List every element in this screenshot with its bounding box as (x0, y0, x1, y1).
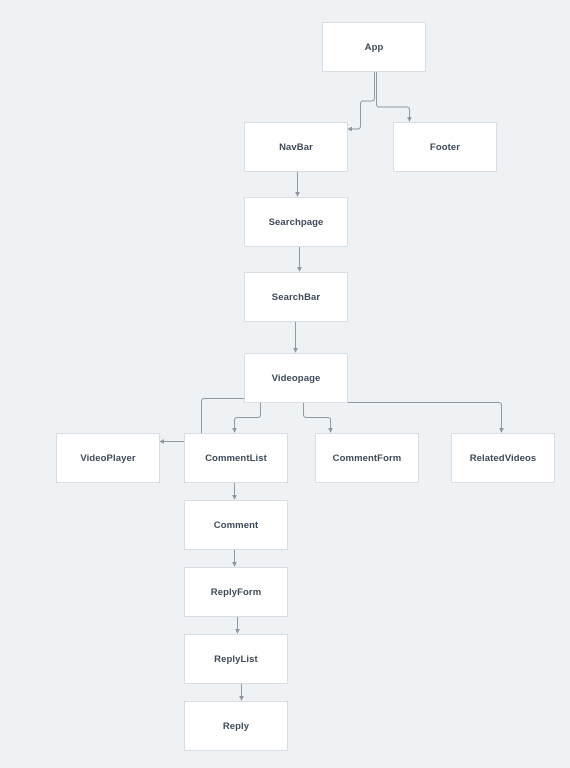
edge-videopage-commentlist (232, 403, 261, 433)
node-relatedvideos[interactable]: RelatedVideos (451, 433, 555, 483)
node-replyform[interactable]: ReplyForm (184, 567, 288, 617)
node-videoplayer[interactable]: VideoPlayer (56, 433, 160, 483)
node-replylist[interactable]: ReplyList (184, 634, 288, 684)
node-commentlist-label: CommentList (205, 452, 267, 464)
edge-videopage-commentform (303, 403, 333, 433)
node-navbar[interactable]: NavBar (244, 122, 348, 172)
node-navbar-label: NavBar (279, 141, 313, 153)
node-reply-label: Reply (222, 720, 250, 732)
node-app[interactable]: App (322, 22, 426, 72)
node-relatedvideos-label: RelatedVideos (469, 452, 537, 464)
node-app-label: App (364, 41, 384, 53)
node-commentform-label: CommentForm (332, 452, 402, 464)
node-commentform[interactable]: CommentForm (315, 433, 419, 483)
node-commentlist[interactable]: CommentList (184, 433, 288, 483)
node-videopage[interactable]: Videopage (244, 353, 348, 403)
node-comment[interactable]: Comment (184, 500, 288, 550)
edge-app-footer (376, 72, 412, 122)
edge-videopage-relatedvideos (348, 402, 504, 433)
node-searchbar[interactable]: SearchBar (244, 272, 348, 322)
node-replyform-label: ReplyForm (210, 586, 262, 598)
node-reply[interactable]: Reply (184, 701, 288, 751)
node-searchpage-label: Searchpage (268, 216, 324, 228)
node-searchbar-label: SearchBar (271, 291, 321, 303)
node-videopage-label: Videopage (271, 372, 321, 384)
node-footer[interactable]: Footer (393, 122, 497, 172)
node-footer-label: Footer (429, 141, 461, 153)
edge-app-navbar (347, 72, 375, 132)
node-replylist-label: ReplyList (214, 653, 258, 665)
node-comment-label: Comment (213, 519, 259, 531)
node-videoplayer-label: VideoPlayer (80, 452, 136, 464)
node-searchpage[interactable]: Searchpage (244, 197, 348, 247)
